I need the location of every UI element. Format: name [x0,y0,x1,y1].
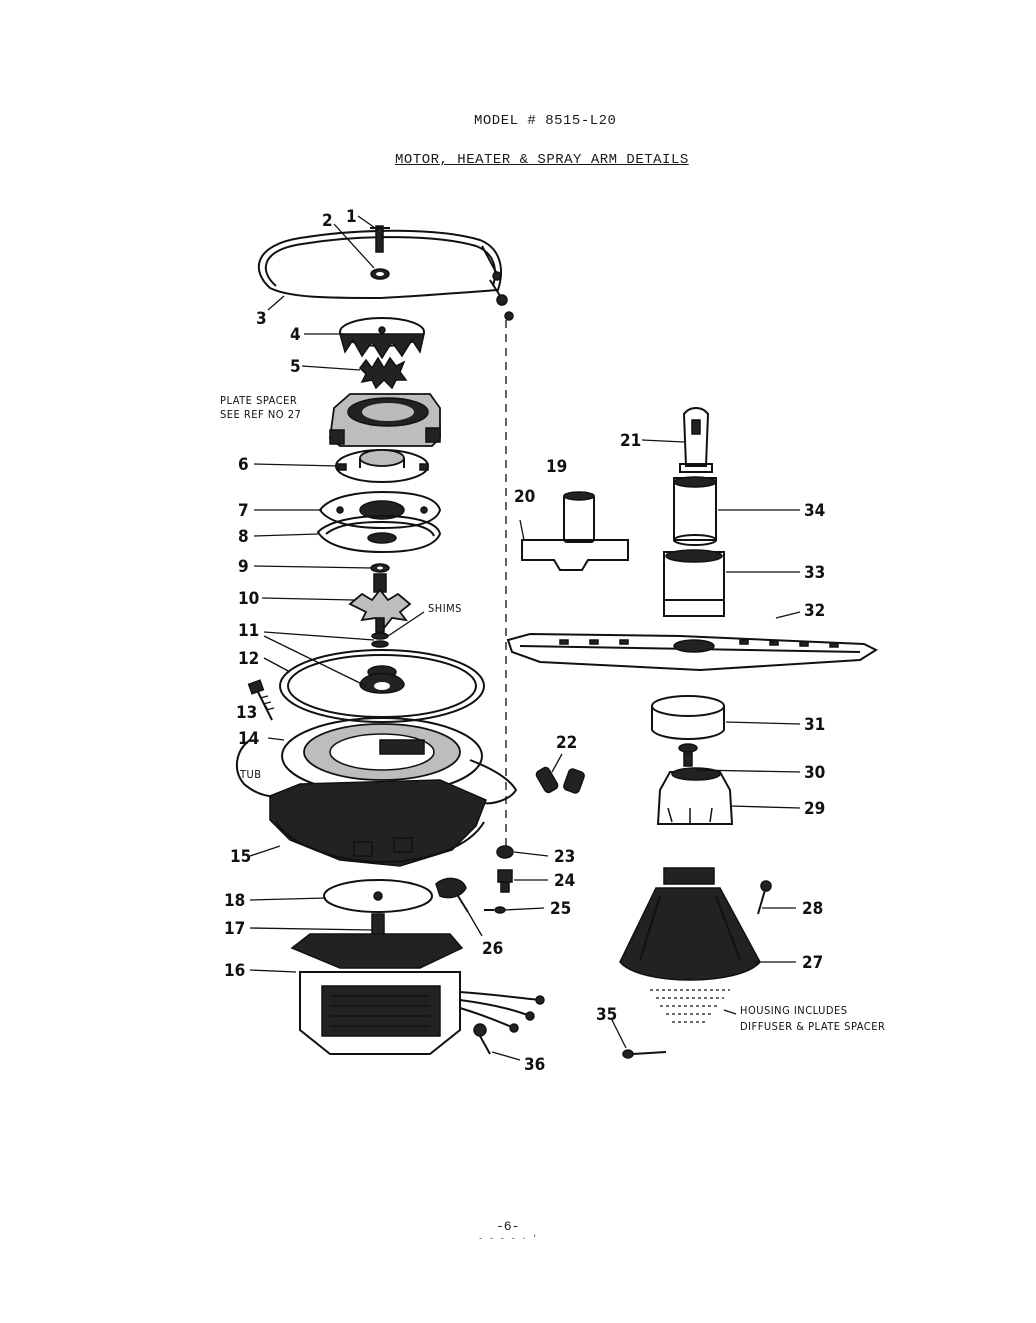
grommet [496,845,514,859]
callout-23: 23 [554,847,575,867]
callout-4: 4 [290,325,301,345]
callout-10: 10 [238,589,259,609]
callout-27: 27 [802,953,823,973]
callout-6: 6 [238,455,249,475]
small-screw [484,906,506,914]
callout-15: 15 [230,847,251,867]
callout-12: 12 [238,649,259,669]
hub [656,767,734,825]
pump-plate [335,449,429,483]
callout-36: 36 [524,1055,545,1075]
motor-screw [473,1023,491,1055]
callout-8: 8 [238,527,249,547]
callout-19: 19 [546,457,567,477]
callout-13: 13 [236,703,257,723]
tub-sump [235,717,518,805]
motor-disc [323,879,433,913]
callout-16: 16 [224,961,245,981]
shims [371,632,389,648]
callout-35: 35 [596,1005,617,1025]
callout-17: 17 [224,919,245,939]
callout-21: 21 [620,431,641,451]
fitting [497,869,513,893]
callout-18: 18 [224,891,245,911]
callout-2: 2 [322,211,333,231]
callout-33: 33 [804,563,825,583]
seal-plate [318,490,442,530]
element-stud [370,225,390,253]
plate-spacer-note-line2: SEE REF NO 27 [220,408,301,421]
element-nut [370,268,390,280]
plate-spacer-note-line1: PLATE SPACER [220,394,297,407]
callout-20: 20 [514,487,535,507]
housing [619,867,761,1023]
callout-26: 26 [482,939,503,959]
clip [535,766,585,794]
motor [290,933,545,1055]
washer [370,563,390,573]
spray-arm [506,632,879,672]
shims-note: SHIMS [428,602,462,615]
pump-base [279,649,485,723]
housing-note-line1: HOUSING INCLUDES [740,1004,848,1017]
callout-11: 11 [238,621,259,641]
housing-screw [757,880,772,915]
impeller [359,356,408,390]
seal-ring [651,695,725,740]
callout-24: 24 [554,871,575,891]
clamp [435,877,469,913]
callout-3: 3 [256,309,267,329]
callout-32: 32 [804,601,825,621]
callout-numbers: 1 2 3 4 5 6 7 8 9 10 11 12 13 14 15 16 1… [224,207,825,1075]
callout-28: 28 [802,899,823,919]
page-number: -6- [496,1219,520,1234]
callout-9: 9 [238,557,249,577]
scan-artifacts: - - - - · ' [478,1234,538,1244]
callout-29: 29 [804,799,825,819]
bracket [521,539,629,571]
callout-1: 1 [346,207,357,227]
lower-tube [663,549,725,617]
model-number: MODEL # 8515-L20 [474,113,617,129]
callout-25: 25 [550,899,571,919]
gasket [316,514,442,554]
impeller-cover [339,317,425,360]
bushing [563,491,595,543]
upper-tube [673,476,717,546]
callout-30: 30 [804,763,825,783]
heating-element [257,229,514,321]
long-screw [622,1049,667,1059]
plate-spacer [329,393,441,447]
callout-22: 22 [556,733,577,753]
callout-5: 5 [290,357,301,377]
spray-tower-top [679,407,713,473]
chopper-assembly [348,573,412,633]
callout-34: 34 [804,501,825,521]
leader-lines [249,215,801,1061]
callout-14: 14 [238,729,259,749]
diagram-title: MOTOR, HEATER & SPRAY ARM DETAILS [395,152,689,168]
callout-7: 7 [238,501,249,521]
housing-note-line2: DIFFUSER & PLATE SPACER [740,1020,885,1033]
annotation-notes: PLATE SPACER SEE REF NO 27 SHIMS TUB HOU… [220,394,885,1033]
tub-support-ring [269,779,487,867]
tower-screw [678,743,698,767]
tub-note: TUB [239,768,262,781]
callout-31: 31 [804,715,825,735]
